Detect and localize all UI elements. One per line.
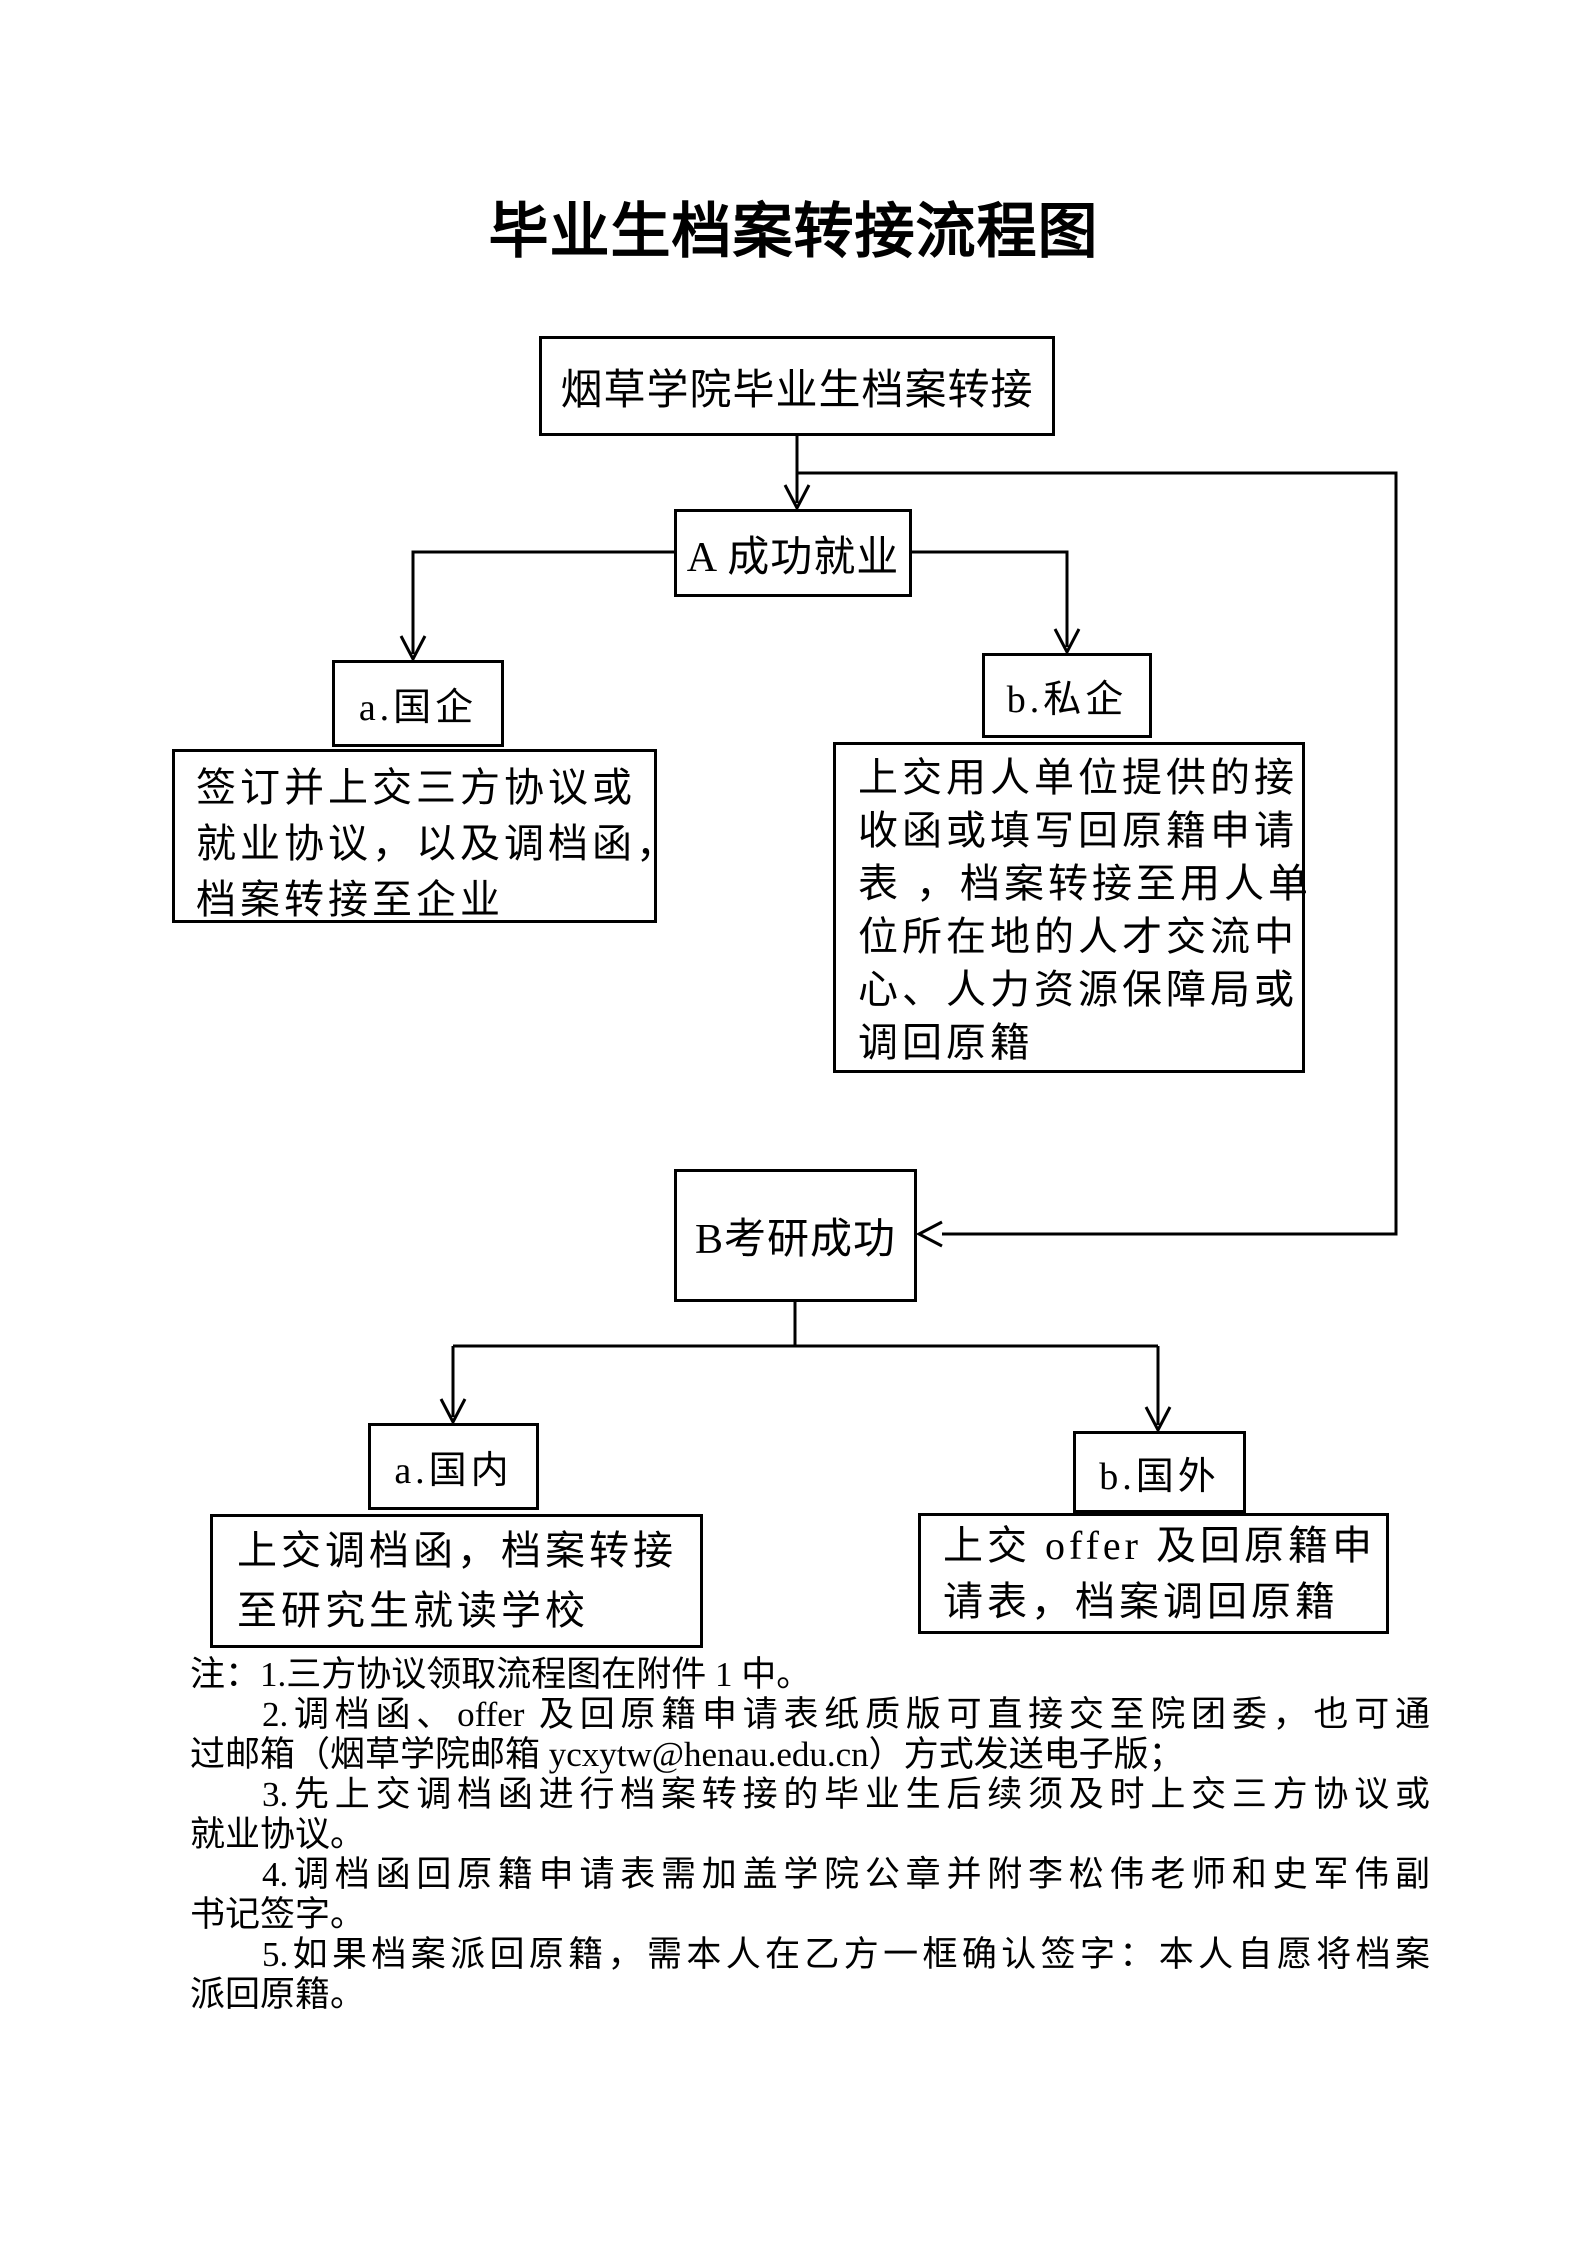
node-root: 烟草学院毕业生档案转接 bbox=[539, 336, 1055, 436]
arrowhead-down-abroad bbox=[1144, 1406, 1172, 1434]
note-line-5: 就业协议。 bbox=[190, 1815, 366, 1854]
detail-private-enterprise: 上交用人单位提供的接 收函或填写回原籍申请 表 ，档案转接至用人单 位所在地的人… bbox=[833, 742, 1312, 1073]
connector-a-to-soe bbox=[411, 550, 674, 654]
arrowhead-left-b bbox=[915, 1220, 943, 1248]
arrowhead-down-soe bbox=[399, 635, 427, 663]
detail-line: 位所在地的人才交流中 bbox=[858, 914, 1298, 959]
note-line-3: 过邮箱（烟草学院邮箱 ycxytw@henau.edu.cn）方式发送电子版； bbox=[190, 1735, 1184, 1774]
detail-line: 调回原籍 bbox=[858, 1020, 1034, 1065]
arrowhead-down-domestic bbox=[439, 1398, 467, 1426]
detail-line: 收函或填写回原籍申请 bbox=[858, 808, 1298, 853]
note-line-7: 书记签字。 bbox=[190, 1895, 366, 1934]
node-private-enterprise: b.私企 bbox=[982, 653, 1152, 738]
detail-line: 上交调档函，档案转接 bbox=[237, 1528, 677, 1573]
detail-abroad: 上交 offer 及回原籍申 请表，档案调回原籍 bbox=[918, 1513, 1389, 1634]
detail-line: 签订并上交三方协议或 bbox=[196, 765, 636, 810]
detail-domestic: 上交调档函，档案转接 至研究生就读学校 bbox=[210, 1514, 703, 1648]
node-branch-a-employment: A 成功就业 bbox=[674, 509, 912, 597]
detail-line: 就业协议，以及调档函， bbox=[196, 821, 680, 866]
node-abroad: b.国外 bbox=[1073, 1431, 1246, 1513]
note-line-8: 5.如果档案派回原籍，需本人在乙方一框确认签字：本人自愿将档案 bbox=[262, 1935, 1430, 1974]
page-title: 毕业生档案转接流程图 bbox=[488, 198, 1099, 265]
detail-line: 心、人力资源保障局或 bbox=[858, 967, 1298, 1012]
node-domestic: a.国内 bbox=[368, 1423, 539, 1510]
node-branch-b-gradschool: B考研成功 bbox=[674, 1169, 917, 1302]
arrowhead-down-a bbox=[783, 484, 811, 512]
detail-line: 上交 offer 及回原籍申 bbox=[943, 1523, 1376, 1568]
note-line-1: 注：1.三方协议领取流程图在附件 1 中。 bbox=[190, 1655, 812, 1694]
detail-state-owned-enterprise: 签订并上交三方协议或 就业协议，以及调档函， 档案转接至企业 bbox=[172, 749, 680, 923]
detail-line: 请表，档案调回原籍 bbox=[943, 1579, 1339, 1624]
detail-line: 至研究生就读学校 bbox=[237, 1588, 589, 1633]
detail-line: 表 ，档案转接至用人单 bbox=[858, 861, 1312, 906]
note-line-2: 2.调档函、offer 及回原籍申请表纸质版可直接交至院团委，也可通 bbox=[262, 1695, 1430, 1734]
note-line-6: 4.调档函回原籍申请表需加盖学院公章并附李松伟老师和史军伟副 bbox=[262, 1855, 1430, 1894]
detail-line: 上交用人单位提供的接 bbox=[858, 755, 1298, 800]
node-state-owned-enterprise: a.国企 bbox=[332, 660, 504, 747]
notes-section: 注：1.三方协议领取流程图在附件 1 中。 2.调档函、offer 及回原籍申请… bbox=[190, 1655, 1430, 2015]
note-line-4: 3.先上交调档函进行档案转接的毕业生后续须及时上交三方协议或 bbox=[262, 1775, 1430, 1814]
connector-a-to-private bbox=[912, 550, 1069, 647]
detail-line: 档案转接至企业 bbox=[196, 877, 504, 922]
note-line-9: 派回原籍。 bbox=[190, 1975, 366, 2014]
arrowhead-down-private bbox=[1053, 628, 1081, 656]
